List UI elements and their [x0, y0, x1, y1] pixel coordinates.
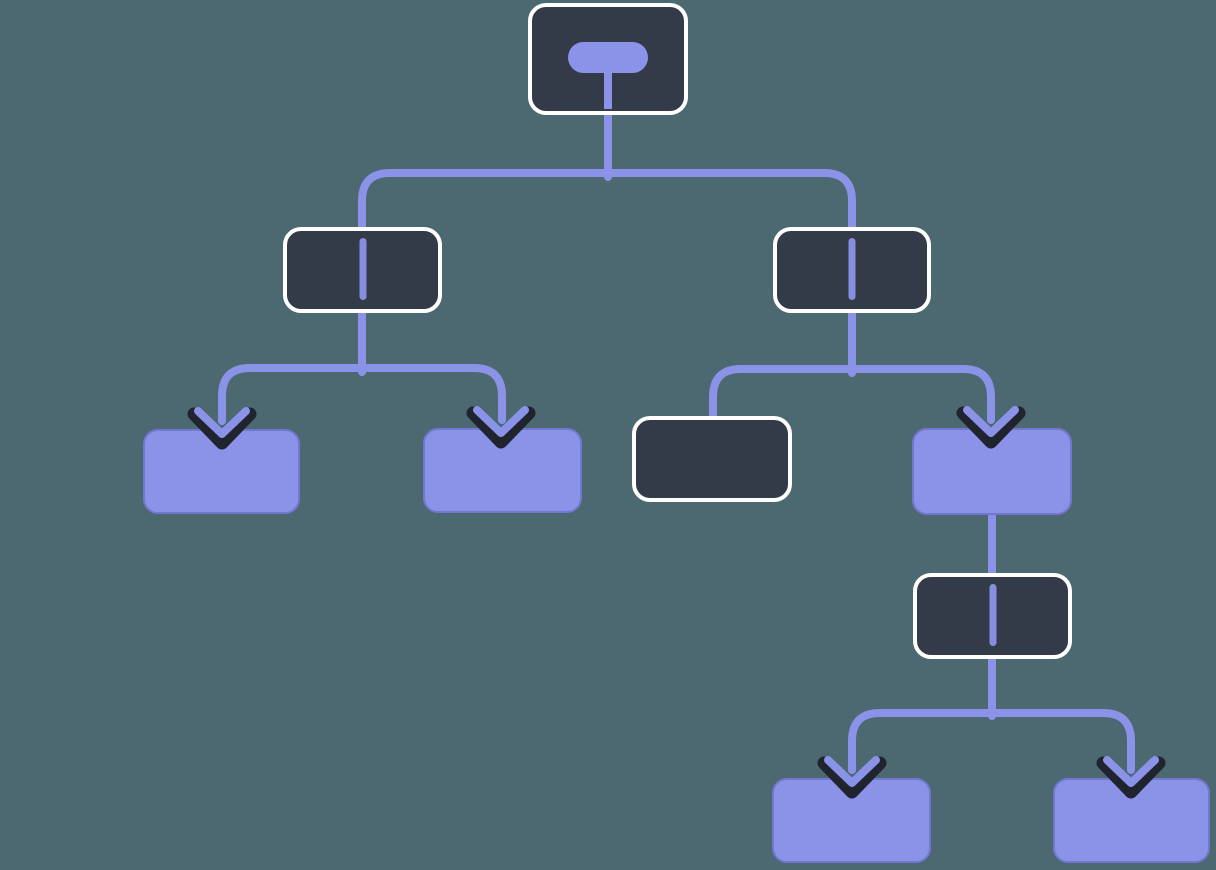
- edge-branch-bottom-split: [848, 709, 1135, 774]
- pass-through-line-icon: [359, 238, 366, 300]
- node-leaf-dark[interactable]: [632, 416, 792, 502]
- node-branch-bottom[interactable]: [913, 573, 1072, 659]
- node-leaf-bottom-1[interactable]: [772, 778, 931, 863]
- node-leaf-left-1[interactable]: [143, 429, 300, 514]
- root-pill-stem: [604, 67, 612, 109]
- edge-root-split: [358, 169, 856, 235]
- pass-through-line-icon: [989, 584, 996, 646]
- node-purple-mid[interactable]: [912, 428, 1072, 515]
- node-branch-right[interactable]: [773, 227, 931, 313]
- node-branch-left[interactable]: [283, 227, 442, 313]
- pass-through-line-icon: [848, 238, 856, 300]
- node-leaf-bottom-2[interactable]: [1053, 778, 1210, 863]
- node-leaf-left-2[interactable]: [423, 428, 582, 513]
- edge-branch-left-split: [218, 364, 506, 425]
- root-pill-icon: [568, 42, 648, 73]
- node-root[interactable]: [528, 3, 688, 115]
- edge-branch-right-split: [709, 365, 995, 424]
